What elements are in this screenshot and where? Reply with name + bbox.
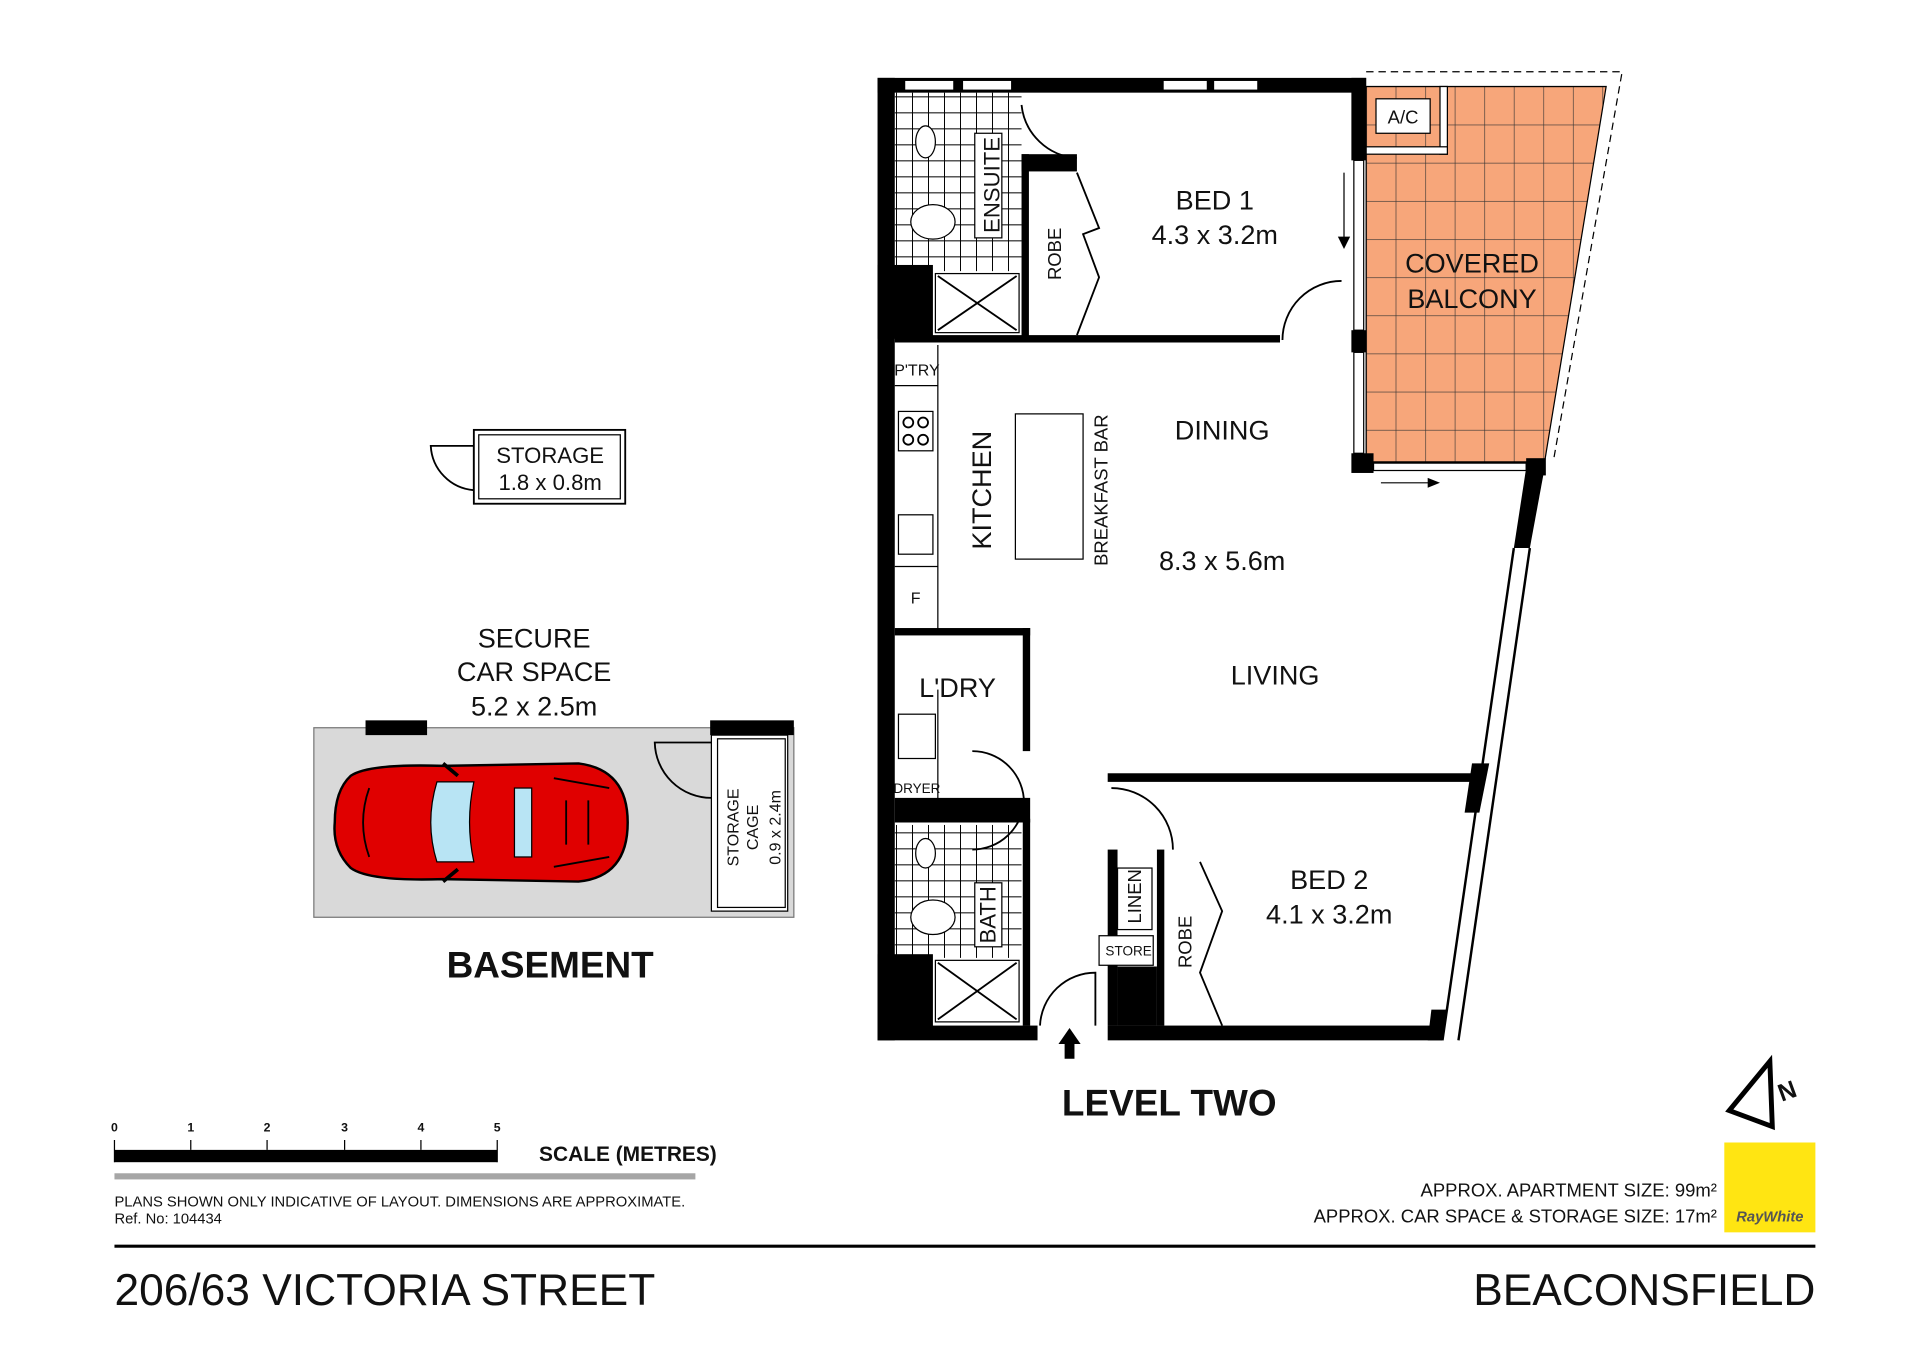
storage-size: 1.8 x 0.8m [498, 470, 601, 495]
store-label: STORE [1105, 943, 1151, 958]
car-icon [333, 762, 629, 883]
ac-unit [1375, 98, 1431, 134]
bed2-label: BED 2 [1290, 864, 1368, 895]
storage-cage-label-1: STORAGE [725, 788, 742, 866]
scale-bar: 0 1 2 3 4 5 SCALE (METRES) [111, 1120, 717, 1180]
basement-title: BASEMENT [447, 945, 655, 986]
apartment-size: APPROX. APARTMENT SIZE: 99m² [1421, 1180, 1717, 1201]
bed1-size: 4.3 x 3.2m [1152, 219, 1278, 250]
dryer-label: DRYER [893, 781, 940, 796]
scale-tick: 3 [341, 1120, 348, 1134]
storage-cage-label-2: CAGE [745, 805, 762, 850]
storage-box [472, 428, 627, 505]
north-compass-icon: N [1725, 1054, 1800, 1131]
dining-label: DINING [1175, 415, 1270, 446]
bed2-size: 4.1 x 3.2m [1266, 898, 1392, 929]
living-size: 8.3 x 5.6m [1159, 545, 1285, 576]
living-label: LIVING [1231, 660, 1320, 691]
basement-plan: STORAGE 1.8 x 0.8m SECURE CAR SPACE 5.2 … [313, 428, 795, 986]
level-title: LEVEL TWO [1062, 1082, 1277, 1123]
scale-tick: 4 [418, 1120, 425, 1134]
robe1-label: ROBE [1044, 228, 1065, 280]
car-space-size: 5.2 x 2.5m [471, 690, 597, 721]
storage-cage [710, 734, 789, 912]
footer-divider [114, 1244, 1816, 1248]
robe2-label: ROBE [1174, 916, 1195, 968]
suburb: BEACONSFIELD [1473, 1266, 1815, 1315]
balcony-label-2: BALCONY [1407, 283, 1536, 314]
ensuite-label: ENSUITE [979, 137, 1004, 233]
breakfast-bar-label: BREAKFAST BAR [1091, 414, 1112, 565]
ac-label: A/C [1388, 106, 1419, 127]
bath-label: BATH [976, 886, 1001, 943]
scale-tick: 5 [494, 1120, 501, 1134]
scale-tick: 2 [264, 1120, 271, 1134]
breakfast-bar [1014, 413, 1084, 560]
raywhite-logo [1724, 1142, 1816, 1233]
svg-text:N: N [1774, 1076, 1800, 1107]
storage-label: STORAGE [496, 443, 604, 468]
raywhite-logo-text: RayWhite [1736, 1209, 1803, 1225]
linen-label: LINEN [1124, 869, 1145, 923]
balcony-dashed-outline [1366, 71, 1623, 462]
storage-cage-size: 0.9 x 2.4m [767, 790, 784, 865]
pantry-label: P'TRY [894, 363, 940, 380]
bed1-label: BED 1 [1176, 185, 1254, 216]
laundry-label: L'DRY [919, 672, 996, 703]
balcony-label-1: COVERED [1405, 247, 1539, 278]
car-storage-size: APPROX. CAR SPACE & STORAGE SIZE: 17m² [1314, 1206, 1717, 1227]
bath-floor [894, 824, 1022, 958]
entry-arrow-icon [1058, 1028, 1081, 1059]
kitchen-label: KITCHEN [966, 431, 997, 550]
ref-number: Ref. No: 104434 [114, 1212, 221, 1228]
scale-tick: 0 [111, 1120, 118, 1134]
fridge-label: F [911, 590, 921, 607]
scale-tick: 1 [187, 1120, 194, 1134]
car-space-label-1: SECURE [478, 623, 591, 654]
apartment-plan: A/C [877, 71, 1623, 1123]
scale-label: SCALE (METRES) [539, 1143, 717, 1166]
address: 206/63 VICTORIA STREET [114, 1266, 655, 1315]
disclaimer: PLANS SHOWN ONLY INDICATIVE OF LAYOUT. D… [114, 1195, 685, 1211]
car-space-label-2: CAR SPACE [457, 656, 611, 687]
